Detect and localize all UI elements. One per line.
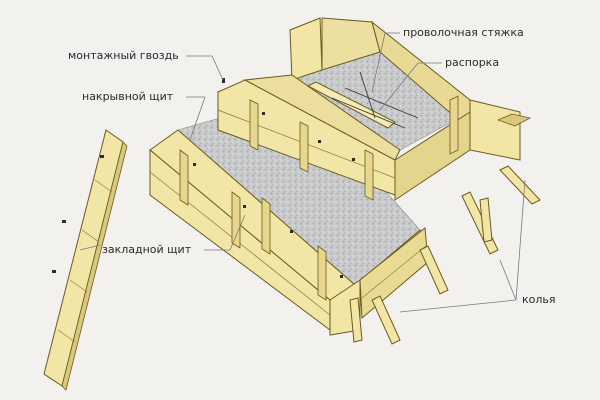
label-mounting-nail: монтажный гвоздь: [68, 49, 179, 62]
leader-embedded-panel: [229, 214, 246, 251]
label-cover-panel: накрывной щит: [82, 90, 174, 103]
leader-stakes: [499, 259, 517, 301]
stakes: [349, 165, 541, 345]
nail-icon: [100, 155, 104, 158]
nail-icon: [222, 78, 225, 83]
nail-icon: [262, 112, 265, 115]
leader-wire-tie: [371, 32, 386, 93]
leader-mounting-nail: [211, 55, 224, 81]
nail-icon: [52, 270, 56, 273]
leader-stakes: [515, 179, 526, 301]
wire-tie-line: [344, 87, 419, 119]
label-wire-tie: проволочная стяжка: [403, 26, 524, 39]
leader-spacer: [379, 62, 419, 111]
nail-icon: [318, 140, 321, 143]
upper-step: [217, 17, 532, 201]
embedded-panel-detached: [43, 129, 128, 391]
label-spacer: распорка: [445, 56, 500, 69]
spacer-beam: [306, 81, 396, 129]
leader-lines: [79, 32, 526, 313]
wire-tie-line: [331, 97, 406, 129]
wire-tie-line: [359, 71, 376, 119]
nail-icon: [243, 205, 246, 208]
leader-cover-panel: [189, 96, 206, 141]
leader-embedded-panel: [79, 244, 101, 251]
nail-icon: [62, 220, 66, 223]
nail-icon: [352, 158, 355, 161]
label-embedded-panel: закладной щит: [102, 243, 192, 256]
nail-icon: [290, 230, 293, 233]
nail-icon: [193, 163, 196, 166]
leader-stakes: [399, 299, 517, 313]
label-stakes: колья: [522, 293, 556, 306]
nail-icon: [340, 275, 343, 278]
